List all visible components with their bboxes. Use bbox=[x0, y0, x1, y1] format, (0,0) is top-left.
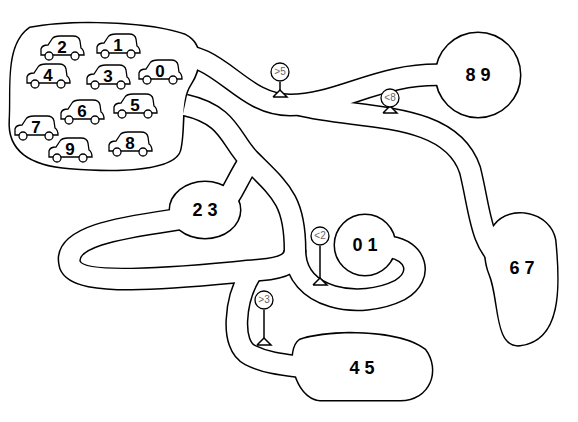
sign-limit: >3 bbox=[254, 294, 274, 306]
road-sign: <2 bbox=[310, 226, 330, 246]
parking-spot: 4 5 bbox=[345, 355, 378, 381]
parking-spot-fill bbox=[485, 214, 557, 346]
car-icon: 0 bbox=[137, 59, 183, 85]
spot-numbers: 0 1 bbox=[348, 232, 381, 256]
road-fill bbox=[300, 105, 505, 262]
car-wheel bbox=[45, 132, 53, 140]
parking-spot-fill bbox=[170, 182, 240, 238]
spot-numbers: 2 3 bbox=[188, 197, 221, 221]
road-sign: <8 bbox=[380, 88, 400, 108]
car-wheel bbox=[101, 50, 109, 58]
car-wheel bbox=[117, 81, 125, 89]
sign-limit: <2 bbox=[310, 230, 330, 242]
parking-spot-fill bbox=[436, 33, 520, 117]
car-icon: 4 bbox=[25, 63, 71, 89]
car-icon: 6 bbox=[59, 99, 105, 125]
car-wheel bbox=[113, 148, 121, 156]
sign-circle bbox=[271, 63, 289, 81]
car-number: 9 bbox=[47, 140, 93, 160]
car-icon: 3 bbox=[85, 64, 131, 90]
parking-spot-outline bbox=[485, 214, 557, 346]
sign-circle bbox=[311, 227, 329, 245]
car-number: 6 bbox=[59, 102, 105, 122]
car-wheel bbox=[57, 80, 65, 88]
car-wheel bbox=[31, 80, 39, 88]
road-sign: >3 bbox=[254, 290, 274, 310]
car-wheel bbox=[143, 76, 151, 84]
car-icon: 7 bbox=[13, 115, 59, 141]
sign-circle bbox=[255, 291, 273, 309]
car-number: 2 bbox=[39, 38, 85, 58]
car-icon: 9 bbox=[47, 137, 93, 163]
car-wheel bbox=[139, 148, 147, 156]
car-icon: 5 bbox=[112, 93, 158, 119]
parking-spot-outline bbox=[335, 215, 395, 275]
spot-numbers: 6 7 bbox=[505, 255, 538, 279]
parking-spot-outline bbox=[436, 33, 520, 117]
spot-numbers: 8 9 bbox=[461, 62, 494, 86]
car-wheel bbox=[53, 154, 61, 162]
sign-limit: <8 bbox=[380, 92, 400, 104]
car-wheel bbox=[71, 52, 79, 60]
parking-spot-outline bbox=[170, 182, 240, 238]
sign-limit: >5 bbox=[270, 66, 290, 78]
parking-spot: 6 7 bbox=[505, 255, 538, 281]
car-number: 7 bbox=[13, 118, 59, 138]
parking-spot: 8 9 bbox=[461, 62, 494, 88]
car-wheel bbox=[127, 50, 135, 58]
parking-spot: 2 3 bbox=[188, 197, 221, 223]
car-number: 1 bbox=[95, 36, 141, 56]
sign-circle bbox=[381, 89, 399, 107]
parking-spot-fill bbox=[293, 333, 432, 400]
parking-spot-outline bbox=[293, 333, 432, 400]
car-wheel bbox=[169, 76, 177, 84]
sign-base bbox=[313, 278, 327, 285]
road-sign: >5 bbox=[270, 62, 290, 82]
parking-spot-fill bbox=[335, 215, 395, 275]
car-number: 5 bbox=[112, 96, 158, 116]
car-number: 0 bbox=[137, 62, 183, 82]
sign-base bbox=[257, 338, 271, 345]
car-number: 8 bbox=[107, 134, 153, 154]
sign-base bbox=[273, 90, 287, 97]
car-wheel bbox=[45, 52, 53, 60]
car-icon: 8 bbox=[107, 131, 153, 157]
parking-spot: 0 1 bbox=[348, 232, 381, 258]
car-wheel bbox=[65, 116, 73, 124]
car-wheel bbox=[91, 116, 99, 124]
car-wheel bbox=[118, 110, 126, 118]
car-wheel bbox=[144, 110, 152, 118]
spot-numbers: 4 5 bbox=[345, 355, 378, 379]
car-number: 4 bbox=[25, 66, 71, 86]
car-number: 3 bbox=[85, 67, 131, 87]
car-icon: 1 bbox=[95, 33, 141, 59]
car-wheel bbox=[91, 81, 99, 89]
car-wheel bbox=[79, 154, 87, 162]
car-wheel bbox=[19, 132, 27, 140]
car-icon: 2 bbox=[39, 35, 85, 61]
sign-pole bbox=[319, 246, 321, 282]
